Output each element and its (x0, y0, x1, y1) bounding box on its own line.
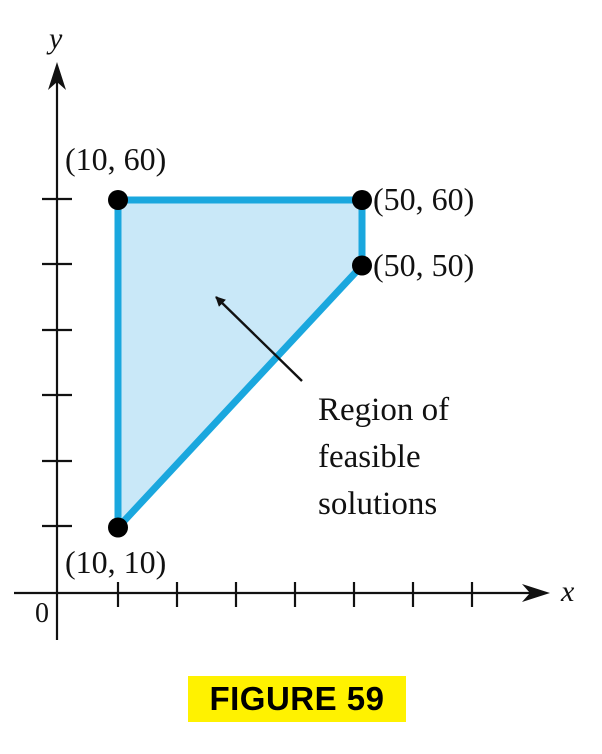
vertex-point-50-60 (352, 190, 372, 210)
y-axis-ticks (42, 197, 72, 528)
vertex-label-10-10: (10, 10) (65, 544, 166, 580)
annotation-arrow (215, 296, 303, 382)
vertex-point-10-10 (108, 517, 128, 538)
figure-caption-text: FIGURE 59 (209, 680, 385, 717)
annotation-line-3: solutions (318, 486, 437, 522)
annotation-line-1: Region of (318, 392, 449, 428)
x-axis-label: x (560, 575, 575, 608)
vertex-label-50-60: (50, 60) (373, 181, 474, 217)
feasible-region (114, 196, 366, 537)
y-axis-arrow-icon (48, 62, 66, 90)
region-annotation: Region of feasible solutions (318, 392, 457, 522)
figure-caption: FIGURE 59 (188, 676, 406, 722)
vertex-points (108, 190, 372, 538)
x-axis-ticks (116, 582, 474, 607)
vertex-label-50-50: (50, 50) (373, 247, 474, 283)
x-axis-arrow-icon (522, 584, 550, 602)
vertex-point-50-50 (352, 255, 372, 276)
origin-label: 0 (35, 598, 49, 629)
y-axis-label: y (46, 22, 63, 55)
vertex-point-10-60 (108, 190, 128, 210)
annotation-line-2: feasible (318, 439, 421, 475)
vertex-label-10-60: (10, 60) (65, 141, 166, 177)
